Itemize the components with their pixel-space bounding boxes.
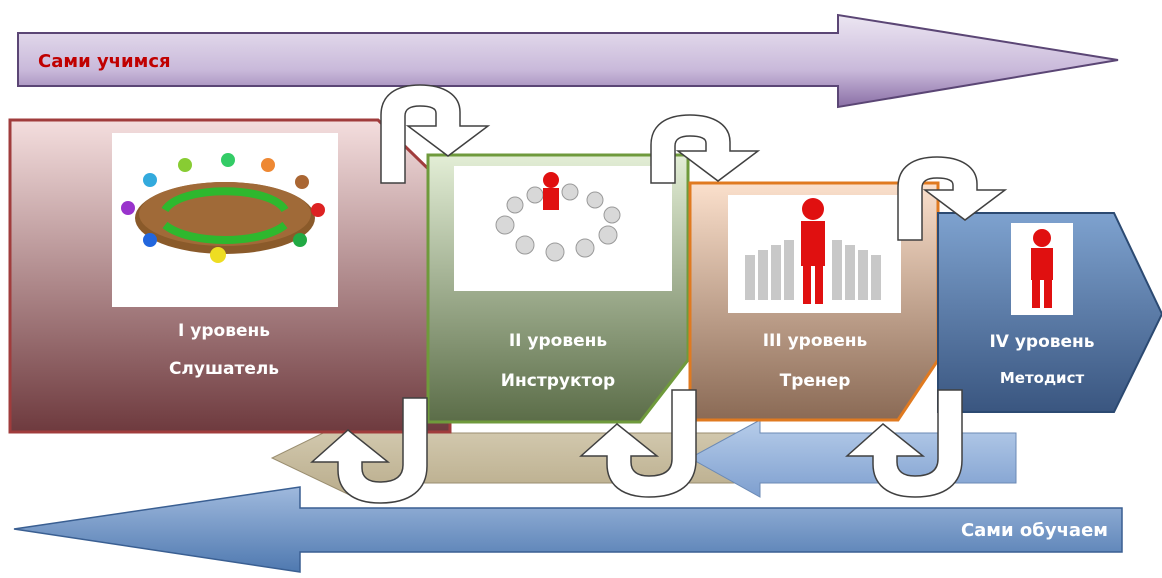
level-3-title: III уровень bbox=[763, 331, 868, 351]
up-turn-arrow-1 bbox=[380, 84, 491, 184]
level-3-role: Тренер bbox=[780, 371, 851, 391]
top-arrow: Сами учимся bbox=[17, 13, 1119, 109]
level-2-box: II уровень Инструктор bbox=[426, 153, 690, 424]
level-1-box: I уровень Слушатель bbox=[8, 118, 452, 434]
down-turn-arrow-2 bbox=[579, 389, 697, 498]
level-4-role: Методист bbox=[1000, 369, 1085, 387]
up-turn-arrow-3 bbox=[897, 156, 1008, 241]
level-4-box: IV уровень Методист bbox=[937, 212, 1162, 413]
round-table-people-icon bbox=[112, 133, 338, 307]
top-arrow-label: Сами учимся bbox=[38, 51, 171, 72]
up-turn-arrow-2 bbox=[650, 114, 761, 184]
red-person-icon bbox=[1011, 223, 1073, 315]
bottom-arrow-label: Сами обучаем bbox=[961, 520, 1108, 541]
down-turn-arrow-3 bbox=[845, 389, 963, 498]
bottom-arrow: Сами обучаем bbox=[13, 486, 1123, 573]
red-leader-crowd-icon bbox=[728, 195, 901, 313]
level-2-title: II уровень bbox=[509, 331, 607, 351]
level-1-role: Слушатель bbox=[169, 359, 279, 379]
level-4-title: IV уровень bbox=[989, 332, 1094, 352]
level-1-title: I уровень bbox=[178, 321, 270, 341]
level-2-role: Инструктор bbox=[501, 371, 615, 391]
level-3-box: III уровень Тренер bbox=[688, 181, 940, 422]
back-arrow-blue bbox=[688, 419, 1017, 498]
crowd-circle-icon bbox=[454, 166, 672, 291]
down-turn-arrow-1 bbox=[310, 397, 428, 504]
